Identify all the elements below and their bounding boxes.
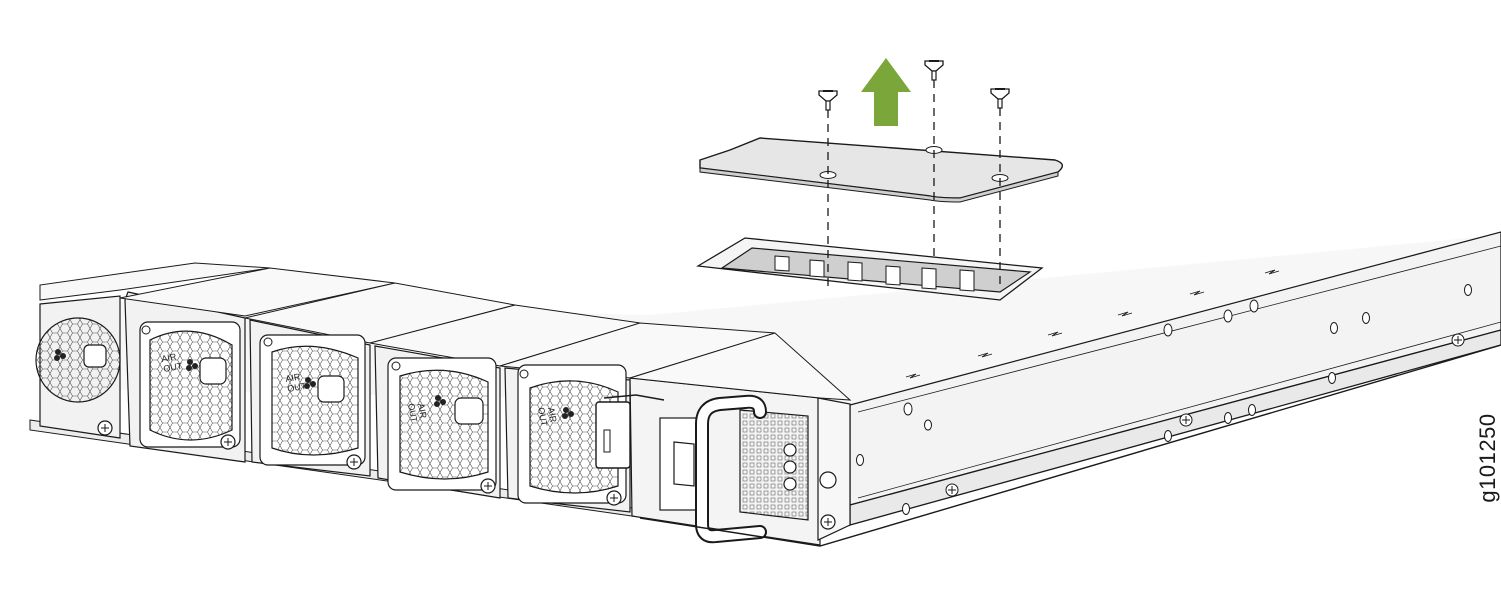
fan-label-air: AIR [416, 403, 429, 420]
chassis-front-end-plate [639, 344, 1501, 547]
figure-id-label: g101250 [1475, 413, 1500, 503]
access-cover [699, 137, 1063, 203]
screw-icon [924, 60, 944, 81]
fan-label-air: AIR [285, 371, 302, 384]
fan-icon [186, 359, 198, 371]
screw-icon [990, 88, 1010, 109]
chassis-side-panel [849, 231, 1501, 526]
fan-label-out: OUT [406, 403, 419, 424]
fan-icon [304, 377, 316, 389]
fan-label-out: OUT [287, 381, 308, 394]
screw-guide-lines [827, 80, 1001, 288]
fan-icon [54, 349, 66, 361]
fan-icon [434, 395, 446, 407]
fan-module-3: AIR OUT [244, 282, 516, 477]
fan-label-out: OUT [536, 407, 549, 428]
fan-module-4: AIR OUT [369, 304, 641, 499]
fan-module-2: AIR OUT [119, 267, 396, 463]
fan-icon [562, 407, 574, 419]
rack-screw-icon [945, 333, 1465, 497]
fan-label-air: AIR [161, 351, 178, 364]
fan-label-out: OUT [163, 361, 184, 374]
fan-label-air: AIR [546, 407, 559, 424]
power-supply-module [595, 332, 852, 546]
up-arrow-icon [861, 58, 911, 126]
screw-icon [818, 90, 838, 111]
access-opening [696, 237, 1044, 301]
fan-module-1 [35, 262, 271, 439]
